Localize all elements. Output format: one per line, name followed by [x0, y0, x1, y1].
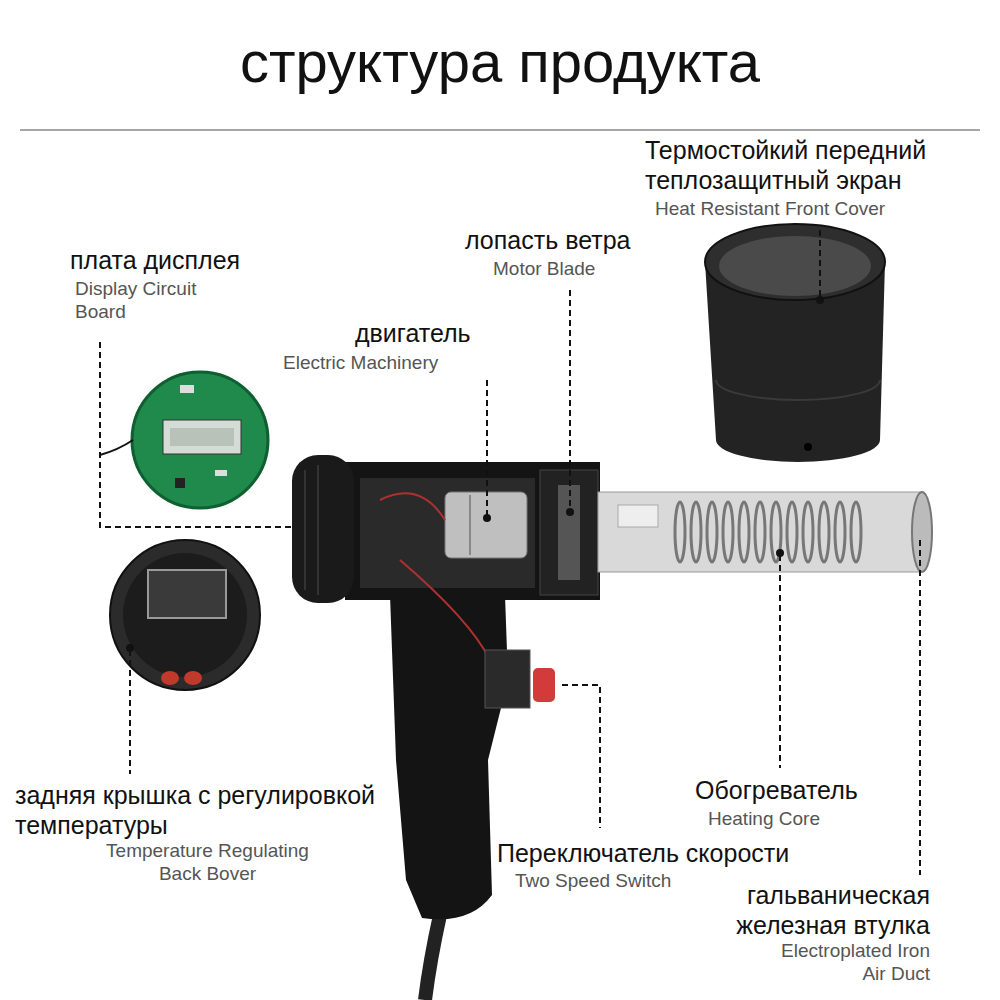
part-label: лопасть ветра — [465, 225, 675, 255]
button — [184, 671, 202, 685]
part-label-english: Temperature Regulating Back Bover — [90, 840, 325, 886]
part-label: Переключатель скорости — [497, 838, 887, 868]
leader-line — [100, 342, 295, 527]
back-cover-face — [123, 553, 247, 677]
leader-dot — [776, 549, 784, 557]
switch-block — [485, 650, 530, 708]
coil-turn — [835, 502, 845, 562]
leader-line — [486, 380, 488, 518]
coil-turn — [707, 502, 717, 562]
title: структура продукта — [0, 28, 1000, 95]
part-label-english: Heating Core — [708, 808, 878, 831]
part-label: двигатель — [355, 318, 505, 348]
motor-band — [469, 495, 471, 555]
back-cover-disc — [110, 540, 260, 690]
leader-line — [562, 685, 600, 828]
leader-line — [569, 290, 571, 512]
wire — [380, 493, 445, 520]
leader-line — [129, 650, 131, 774]
part-label-english: Two Speed Switch — [515, 870, 735, 893]
cover-opening — [719, 236, 871, 296]
back-cover — [110, 540, 260, 690]
board-lcd-segments — [170, 428, 234, 446]
heating-coil — [675, 502, 861, 562]
part-label: задняя крышка с регулировкой температуры — [15, 780, 380, 840]
leader-line — [919, 540, 921, 875]
part-label-english: Electric Machinery — [283, 352, 483, 375]
housing — [345, 462, 600, 600]
part-label: гальваническая железная втулка — [688, 880, 930, 940]
duct-ring — [912, 492, 932, 572]
front-cover — [705, 224, 885, 462]
coil-turn — [739, 502, 749, 562]
back-cover-screen — [148, 570, 226, 618]
heat-gun — [292, 455, 932, 1000]
coil-turn — [723, 502, 733, 562]
coil-turn — [851, 502, 861, 562]
cap-rib — [304, 470, 306, 590]
part-label-english: Heat Resistant Front Cover — [655, 198, 975, 221]
board-component — [215, 470, 227, 476]
title-rule — [20, 129, 980, 131]
coil-turn — [691, 502, 701, 562]
board-component — [180, 385, 194, 393]
coil-turn — [787, 502, 797, 562]
circuit-board — [100, 372, 268, 508]
leader-dot — [566, 508, 574, 516]
board-disc — [132, 372, 268, 508]
leader-dot — [126, 644, 134, 652]
power-cord — [425, 915, 440, 1000]
speed-switch — [533, 668, 555, 702]
cap-rib — [317, 465, 319, 595]
board-wire — [100, 440, 133, 455]
coil-turn — [675, 502, 685, 562]
part-label-english: Motor Blade — [493, 258, 653, 281]
leader-line — [779, 555, 781, 768]
part-label: плата дисплея — [70, 245, 300, 275]
part-label: Термостойкий передний теплозащитный экра… — [645, 135, 990, 195]
fan-housing — [540, 470, 598, 595]
board-lcd — [163, 420, 241, 454]
cover-hole — [804, 443, 812, 451]
coil-turn — [803, 502, 813, 562]
fan-blade — [558, 485, 580, 580]
part-label-english: Display Circuit Board — [75, 278, 199, 324]
housing-interior — [360, 478, 535, 588]
board-component — [175, 478, 185, 488]
button — [161, 671, 179, 685]
part-label-english: Electroplated Iron Air Duct — [778, 940, 930, 986]
wire — [400, 560, 490, 660]
coil-turn — [819, 502, 829, 562]
cover-edge — [716, 380, 880, 400]
mica-plate — [618, 505, 658, 527]
leader-dots — [126, 296, 824, 652]
leader-dot — [816, 296, 824, 304]
leader-dot — [483, 514, 491, 522]
cover-rim — [705, 224, 885, 300]
coil-turn — [755, 502, 765, 562]
leader-line — [819, 230, 821, 298]
leader-lines — [100, 230, 920, 875]
part-label: Обогреватель — [695, 775, 915, 805]
back-cap — [292, 455, 354, 603]
air-duct — [598, 492, 923, 572]
handle — [390, 595, 508, 919]
